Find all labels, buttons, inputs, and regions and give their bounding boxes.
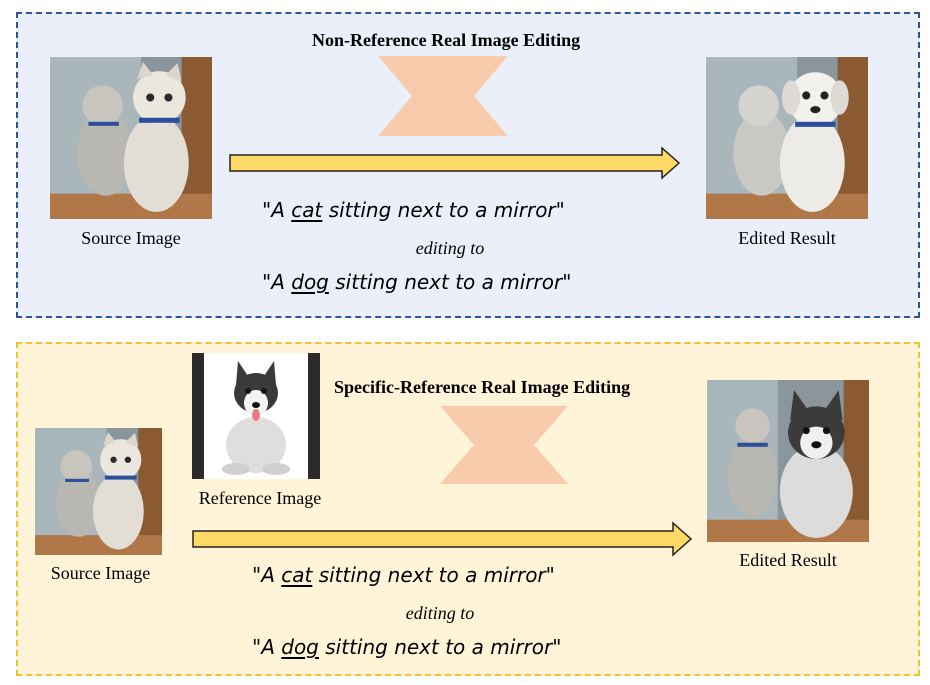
top-arrow (229, 146, 681, 180)
bottom-model-shape (440, 406, 568, 484)
bottom-source-caption: Source Image (50, 563, 151, 583)
top-model-shape (378, 56, 508, 136)
bottom-arrow (192, 521, 693, 557)
bottom-source-image (35, 428, 162, 555)
bottom-edited-result-image (707, 380, 869, 542)
reference-image (192, 353, 320, 479)
prompt-suffix: sitting next to a mirror" (328, 270, 572, 294)
bottom-editing-to: editing to (405, 603, 475, 623)
top-source-caption: Source Image (81, 228, 181, 248)
bottom-source-prompt: "A cat sitting next to a mirror" (252, 563, 555, 587)
top-panel-title: Non-Reference Real Image Editing (312, 30, 581, 50)
top-source-image (50, 57, 212, 219)
top-source-prompt: "A cat sitting next to a mirror" (262, 198, 565, 222)
prompt-prefix: "A (262, 198, 292, 222)
prompt-prefix: "A (262, 270, 292, 294)
bottom-target-prompt: "A dog sitting next to a mirror" (252, 635, 561, 659)
prompt-target-word: dog (281, 635, 319, 659)
prompt-source-word: cat (281, 563, 313, 587)
prompt-target-word: dog (291, 270, 329, 294)
prompt-suffix: sitting next to a mirror" (312, 563, 555, 587)
bottom-panel-title: Specific-Reference Real Image Editing (334, 377, 631, 397)
top-target-prompt: "A dog sitting next to a mirror" (262, 270, 571, 294)
bottom-result-caption: Edited Result (739, 550, 837, 570)
prompt-suffix: sitting next to a mirror" (318, 635, 562, 659)
prompt-suffix: sitting next to a mirror" (322, 198, 565, 222)
prompt-prefix: "A (252, 635, 282, 659)
reference-caption: Reference Image (198, 488, 322, 508)
top-result-caption: Edited Result (738, 228, 836, 248)
top-edited-result-image (706, 57, 868, 219)
prompt-source-word: cat (291, 198, 323, 222)
prompt-prefix: "A (252, 563, 282, 587)
top-editing-to: editing to (415, 238, 485, 258)
